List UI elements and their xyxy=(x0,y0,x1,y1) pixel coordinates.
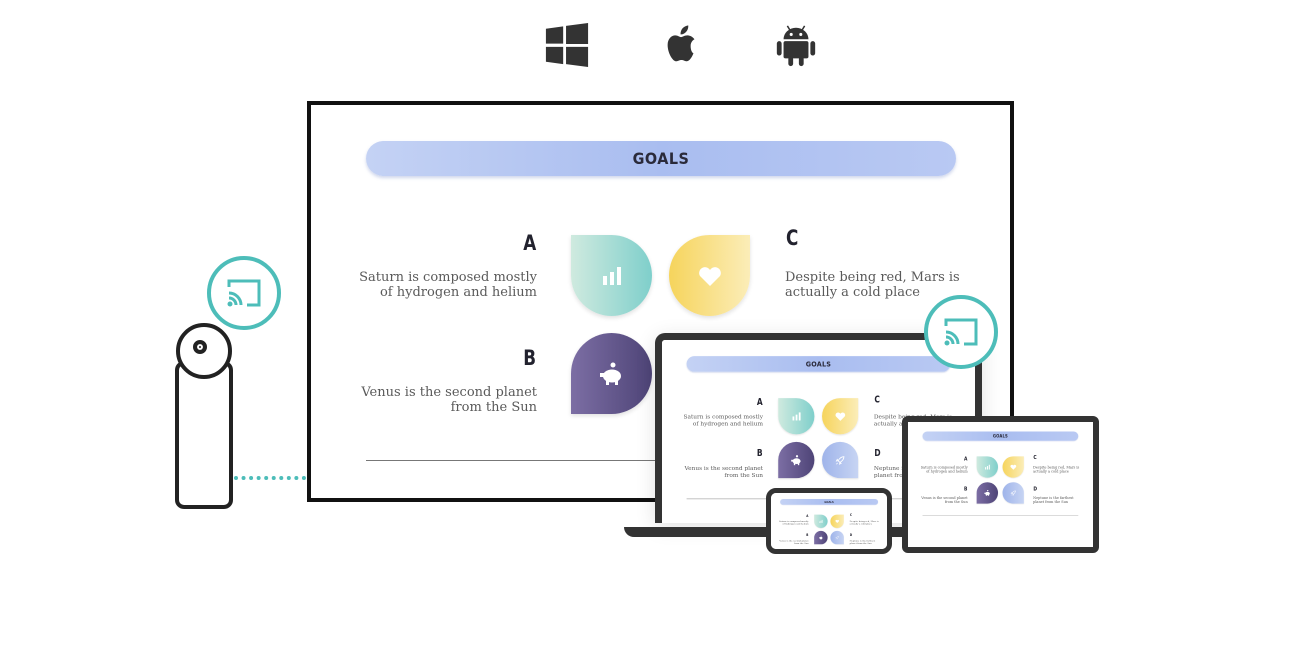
goal-text-line: planet from the Sun xyxy=(1033,499,1068,504)
goal-letter-d: D xyxy=(849,533,853,537)
apple-icon xyxy=(659,22,705,68)
bar-chart-icon xyxy=(814,514,828,529)
goal-letter-b: B xyxy=(756,447,763,459)
chromecast-body xyxy=(175,361,233,509)
goal-text-line: Venus is the second planet xyxy=(684,465,764,472)
rocket-icon xyxy=(822,441,859,479)
slide-title: GOALS xyxy=(824,500,834,504)
goal-letter-c: C xyxy=(874,394,880,405)
bar-chart-icon xyxy=(571,235,652,316)
goal-text-line: from the Sun xyxy=(794,541,809,545)
goal-text-line: Venus is the second planet xyxy=(779,539,809,542)
piggy-bank-icon xyxy=(814,530,828,545)
goal-letter-c: C xyxy=(786,226,799,250)
goal-letter-c: C xyxy=(1033,453,1037,461)
goal-text-line: Saturn is composed mostly xyxy=(778,520,809,523)
connection-line xyxy=(234,476,306,480)
goal-text-line: actually a cold place xyxy=(849,522,873,526)
slide-title: GOALS xyxy=(632,149,690,168)
goal-text-line: Venus is the second planet xyxy=(921,495,968,500)
heart-icon xyxy=(1002,456,1024,478)
goals-header-bar: GOALS xyxy=(780,498,879,505)
goal-letter-b: B xyxy=(806,533,809,537)
goal-letter-a: A xyxy=(756,396,763,408)
heart-icon xyxy=(669,235,750,316)
goal-letter-a: A xyxy=(963,455,968,462)
rocket-icon xyxy=(830,530,844,545)
goal-text-line: planet from the Sun xyxy=(849,541,872,545)
goal-text-line: Saturn is composed mostly xyxy=(359,270,537,285)
goal-text-line: Saturn is composed mostly xyxy=(683,413,764,421)
chromecast-head xyxy=(176,323,232,379)
slide-title: GOALS xyxy=(992,433,1008,439)
goal-text-line: of hydrogen and helium xyxy=(692,420,764,428)
goal-text-line: from the Sun xyxy=(724,471,764,479)
bar-chart-icon xyxy=(778,398,815,435)
goal-text-line: Despite being red, Mars is xyxy=(849,520,879,523)
goal-letter-a: A xyxy=(522,231,536,255)
goals-header-bar: GOALS xyxy=(922,431,1079,441)
goal-text-line: actually a cold place xyxy=(785,285,920,300)
goal-text-line: Saturn is composed mostly xyxy=(920,465,968,470)
rocket-icon xyxy=(1002,482,1024,504)
cast-icon-laptop[interactable] xyxy=(924,295,998,369)
bar-chart-icon xyxy=(976,456,999,478)
goal-letter-d: D xyxy=(1033,485,1038,492)
goal-text-line: Venus is the second planet xyxy=(361,385,537,400)
goal-text-line: Despite being red, Mars is xyxy=(1033,465,1080,470)
goal-letter-b: B xyxy=(523,346,536,370)
goal-text-line: Despite being red, Mars is xyxy=(785,270,960,285)
goal-letter-c: C xyxy=(849,513,852,518)
piggy-bank-icon xyxy=(778,441,815,479)
cast-icon[interactable] xyxy=(207,256,281,330)
phone-button xyxy=(766,506,771,526)
goal-text-line: of hydrogen and helium xyxy=(926,469,968,474)
windows-icon xyxy=(544,22,590,68)
goal-text-line: Neptune is the farthest xyxy=(1033,495,1074,500)
heart-icon xyxy=(830,514,844,529)
piggy-bank-icon xyxy=(571,333,652,414)
goal-text-line: Neptune is the farthest xyxy=(849,539,876,542)
android-icon xyxy=(773,22,819,68)
goal-letter-b: B xyxy=(964,485,968,492)
goal-text-line: from the Sun xyxy=(450,400,537,415)
goals-header-bar: GOALS xyxy=(366,141,956,176)
goal-letter-d: D xyxy=(874,447,881,459)
goal-text-line: of hydrogen and helium xyxy=(782,522,809,526)
goal-text-line: from the Sun xyxy=(944,499,968,504)
heart-icon xyxy=(822,398,859,435)
goal-text-line: of hydrogen and helium xyxy=(379,285,537,300)
slide-title: GOALS xyxy=(805,359,832,369)
piggy-bank-icon xyxy=(976,482,999,504)
goal-letter-a: A xyxy=(806,513,809,518)
goal-text-line: actually a cold place xyxy=(1033,469,1069,474)
goals-header-bar: GOALS xyxy=(686,356,951,372)
